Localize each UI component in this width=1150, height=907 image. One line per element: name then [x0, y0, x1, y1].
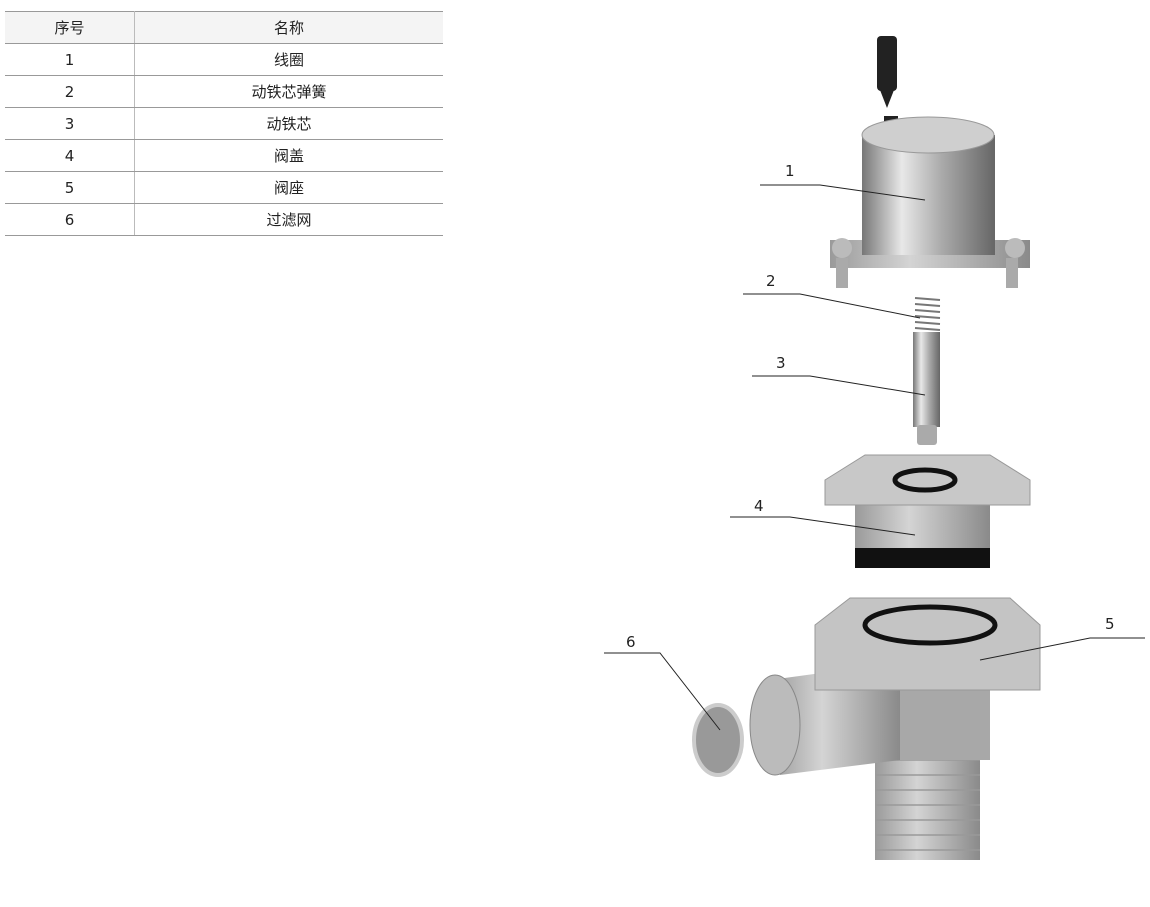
callout-label-3: 3 [776, 354, 786, 372]
row-name: 动铁芯 [134, 107, 443, 140]
row-number: 5 [5, 171, 135, 204]
filter-part [692, 703, 744, 777]
plunger-part [913, 332, 940, 445]
valve-seat-part [749, 597, 1041, 860]
callout-label-5: 5 [1105, 615, 1115, 633]
row-name: 过滤网 [134, 203, 443, 236]
row-number: 3 [5, 107, 135, 140]
callout-label-6: 6 [626, 633, 636, 651]
row-name: 线圈 [134, 43, 443, 76]
header-number: 序号 [5, 11, 135, 44]
row-number: 1 [5, 43, 135, 76]
connector-pin [877, 36, 898, 126]
row-number: 4 [5, 139, 135, 172]
callout-label-1: 1 [785, 162, 795, 180]
row-name: 阀盖 [134, 139, 443, 172]
row-name: 阀座 [134, 171, 443, 204]
row-number: 6 [5, 203, 135, 236]
coil-part [830, 116, 1030, 288]
row-name: 动铁芯弹簧 [134, 75, 443, 108]
spring-part [914, 297, 941, 331]
callout-lines [604, 184, 1145, 731]
table-header: 序号 名称 [5, 11, 443, 44]
callout-label-2: 2 [766, 272, 776, 290]
row-number: 2 [5, 75, 135, 108]
valve-cover-part [824, 454, 1031, 568]
callout-label-4: 4 [754, 497, 764, 515]
header-name: 名称 [134, 11, 443, 44]
